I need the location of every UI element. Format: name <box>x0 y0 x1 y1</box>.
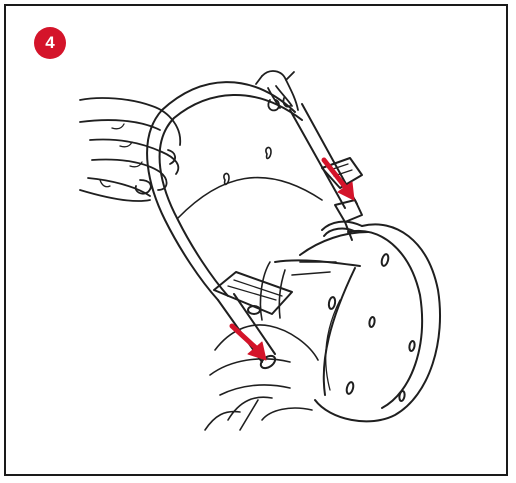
connector-right <box>322 158 362 240</box>
left-hand <box>80 98 180 201</box>
bar-fabric <box>178 148 322 218</box>
down-arrow-left-post <box>232 326 266 360</box>
seat-shell <box>275 222 440 422</box>
